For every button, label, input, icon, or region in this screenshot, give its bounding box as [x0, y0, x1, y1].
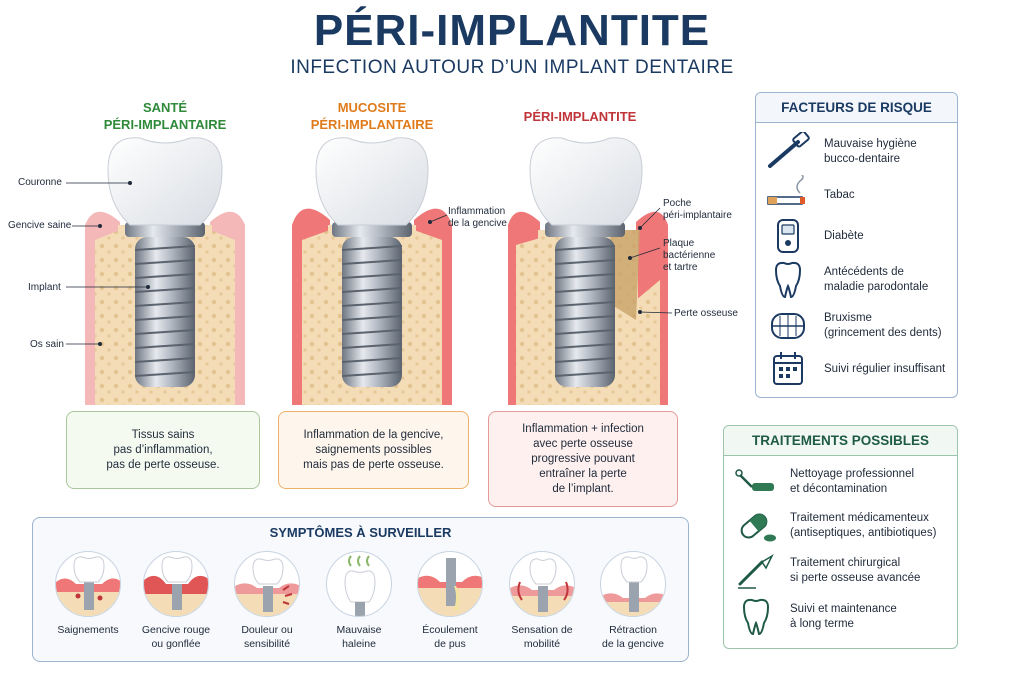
risk-item-bruxism: Bruxisme (grincement des dents)	[764, 303, 949, 349]
symptom-recession: Rétraction de la gencive	[588, 551, 678, 651]
symptom-bad-breath-image	[326, 551, 392, 617]
peri-implantitis-implant	[508, 137, 668, 405]
implant-screw	[134, 237, 196, 387]
cigarette-icon	[767, 175, 805, 205]
scalpel-icon	[738, 554, 774, 589]
toothbrush-icon	[768, 132, 810, 168]
calendar-icon	[773, 352, 803, 385]
symptom-recession-image	[600, 551, 666, 617]
symptom-pain: Douleur ou sensibilité	[222, 551, 312, 651]
implant-illustrations	[66, 137, 673, 405]
plaque-tartar	[610, 230, 640, 320]
callout-plaque: Plaque bactérienne et tartre	[663, 238, 716, 273]
crown	[315, 137, 429, 226]
abutment	[125, 222, 205, 237]
symptom-bleeding-image	[55, 551, 121, 617]
risk-item-tobacco: Tabac	[764, 175, 949, 215]
risk-factors-panel: FACTEURS DE RISQUE Mauvaise hygiène bucc…	[755, 92, 958, 398]
symptom-mobility: Sensation de mobilité	[497, 551, 587, 651]
symptom-pus: Écoulement de pus	[405, 551, 495, 651]
leader-lines	[66, 181, 673, 346]
bone-left	[95, 230, 120, 405]
symptom-red-gum: Gencive rouge ou gonflée	[131, 551, 221, 651]
bone-right	[210, 230, 235, 405]
stage-3-title: PÉRI-IMPLANTITE	[523, 109, 637, 124]
callout-healthy-bone: Os sain	[30, 339, 64, 350]
symptom-bad-breath: Mauvaise haleine	[314, 551, 404, 651]
tooth-icon	[774, 261, 802, 299]
crown	[529, 137, 643, 226]
teeth-grinding-icon	[771, 313, 805, 339]
stage-3-description: Inflammation + infection avec perte osse…	[488, 411, 678, 507]
callout-crown: Couronne	[18, 177, 62, 188]
stage-2-title: MUCOSITE PÉRI-IMPLANTAIRE	[310, 100, 434, 132]
callout-healthy-gum: Gencive saine	[8, 220, 72, 231]
symptom-pus-image	[417, 551, 483, 617]
stage-1-description: Tissus sains pas d’inflammation, pas de …	[66, 411, 260, 489]
tooth-outline-icon	[742, 598, 770, 636]
glucometer-icon	[777, 219, 799, 253]
risk-item-diabetes: Diabète	[764, 215, 949, 257]
page-title: PÉRI-IMPLANTITE	[313, 6, 711, 55]
symptoms-panel: SYMPTÔMES À SURVEILLER Saignements	[32, 517, 689, 662]
symptom-bleeding: Saignements	[43, 551, 133, 637]
healthy-implant	[85, 137, 245, 405]
risk-item-periodontal: Antécédents de maladie parodontale	[764, 257, 949, 303]
treatments-title: TRAITEMENTS POSSIBLES	[724, 426, 957, 456]
symptom-mobility-image	[509, 551, 575, 617]
dental-instrument-icon	[735, 469, 774, 491]
callout-bone-loss: Perte osseuse	[674, 308, 738, 319]
risk-factors-title: FACTEURS DE RISQUE	[756, 93, 957, 123]
stage-2-description: Inflammation de la gencive, saignements …	[278, 411, 469, 489]
symptom-pain-image	[234, 551, 300, 617]
callout-implant: Implant	[28, 282, 61, 293]
symptom-red-gum-image	[143, 551, 209, 617]
callout-gum-inflammation: Inflammation de la gencive	[448, 206, 507, 229]
treatment-item-medication: Traitement médicamenteux (antiseptiques,…	[732, 504, 949, 548]
symptoms-title: SYMPTÔMES À SURVEILLER	[269, 525, 452, 540]
callout-peri-implant-pocket: Poche péri-implantaire	[663, 198, 732, 221]
page-subtitle: INFECTION AUTOUR D’UN IMPLANT DENTAIRE	[290, 57, 734, 78]
mucositis-implant	[292, 137, 452, 405]
treatments-panel: TRAITEMENTS POSSIBLES Nettoyage professi…	[723, 425, 958, 649]
treatment-item-maintenance: Suivi et maintenance à long terme	[732, 594, 949, 640]
pill-icon	[740, 513, 776, 542]
risk-item-hygiene: Mauvaise hygiène bucco-dentaire	[764, 129, 949, 175]
risk-item-follow-up: Suivi régulier insuffisant	[764, 349, 949, 389]
treatment-item-cleaning: Nettoyage professionnel et décontaminati…	[732, 460, 949, 504]
treatment-item-surgery: Traitement chirurgical si perte osseuse …	[732, 548, 949, 594]
crown	[107, 137, 223, 226]
stage-1-title: SANTÉ PÉRI-IMPLANTAIRE	[103, 100, 227, 132]
